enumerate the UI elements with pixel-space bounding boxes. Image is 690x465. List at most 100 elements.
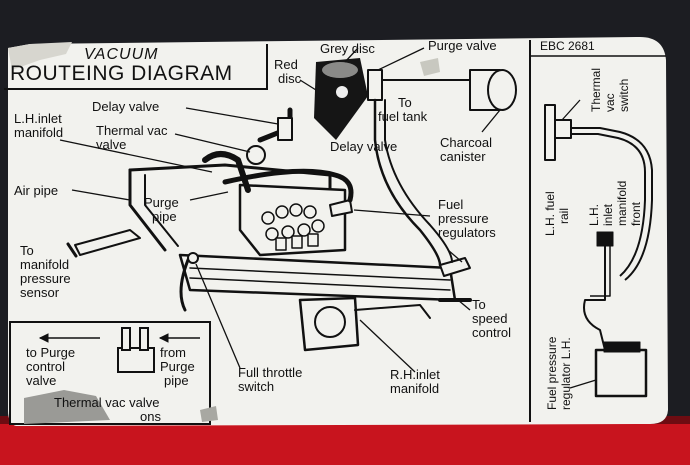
sensor-pipe bbox=[74, 229, 141, 256]
label-rh-inlet-1: R.H.inlet bbox=[390, 367, 440, 382]
label-from-purge-2: Purge bbox=[160, 359, 195, 374]
label-thermal-vac-2: valve bbox=[96, 137, 127, 152]
label-rh-inlet-2: manifold bbox=[390, 381, 440, 396]
throttle-bore bbox=[314, 306, 346, 338]
label-delay-valve-top: Delay valve bbox=[92, 99, 160, 114]
regulator-leader bbox=[569, 379, 597, 389]
inset-diagram bbox=[38, 327, 200, 373]
red-frame bbox=[0, 420, 690, 465]
label-lh-inlet-2: manifold bbox=[14, 125, 64, 140]
label-red-disc-1: Red bbox=[274, 57, 298, 72]
label-to-manifold-3: pressure bbox=[20, 271, 71, 286]
right-hose-2 bbox=[571, 133, 646, 277]
leader-lines bbox=[59, 47, 501, 373]
label-lh-inlet-1: L.H.inlet bbox=[14, 111, 62, 126]
label-to-fuel-tank-1: To bbox=[398, 95, 412, 110]
label-fuel-reg-2: regulator L.H. bbox=[559, 337, 573, 410]
label-to-purge-2: control bbox=[26, 359, 66, 374]
wear-patch-1 bbox=[420, 58, 440, 76]
purge-valve bbox=[367, 69, 383, 101]
label-to-manifold-4: sensor bbox=[20, 285, 60, 300]
label-thermal-switch-1: Thermal bbox=[589, 67, 603, 112]
main-diagram bbox=[66, 69, 517, 352]
label-to-fuel-tank-2: fuel tank bbox=[378, 109, 428, 124]
label-lh-inlet-front-1: L.H. bbox=[587, 203, 601, 226]
wear-patch-3 bbox=[200, 406, 218, 422]
label-to-manifold-1: To bbox=[20, 243, 34, 258]
label-lh-inlet-front-2: inlet bbox=[601, 203, 615, 226]
regulator-cap bbox=[603, 341, 641, 353]
label-fuel-reg-1: Fuel pressure bbox=[545, 336, 559, 410]
charcoal-canister-end bbox=[487, 69, 517, 111]
inset-box bbox=[9, 321, 211, 425]
throttle-switch bbox=[187, 252, 199, 264]
fuel-pressure-regulator-lh bbox=[594, 348, 648, 398]
right-panel-diagram bbox=[544, 99, 653, 398]
label-from-purge-3: pipe bbox=[164, 373, 189, 388]
label-purge-pipe-2: pipe bbox=[152, 209, 177, 224]
label-to-speed-2: speed bbox=[472, 311, 508, 326]
label-purge-pipe-1: Purge bbox=[144, 195, 179, 210]
label-lh-inlet-front-4: front bbox=[629, 201, 643, 226]
label-fuel-pr-2: pressure bbox=[438, 211, 489, 226]
label-purge-valve: Purge valve bbox=[428, 38, 497, 53]
air-pipe-inner bbox=[144, 174, 179, 247]
label-red-disc-2: disc bbox=[278, 71, 302, 86]
label-lh-fuel-rail-1: L.H. fuel bbox=[543, 191, 557, 236]
manifold-rib-2 bbox=[189, 277, 451, 291]
thermal-vac-valve bbox=[246, 145, 266, 165]
title-line-1: VACUUM bbox=[84, 46, 159, 63]
label-to-speed-3: control bbox=[472, 325, 512, 340]
label-thermal-vac-1: Thermal vac bbox=[96, 123, 168, 138]
label-delay-valve-mid: Delay valve bbox=[330, 139, 398, 154]
grey-disc bbox=[322, 62, 358, 78]
label-thermal-bottom-2: ons bbox=[140, 409, 161, 424]
delay-valve bbox=[277, 117, 293, 141]
label-thermal-switch-3: switch bbox=[617, 78, 631, 112]
lh-fuel-rail bbox=[544, 104, 556, 161]
label-from-purge-1: from bbox=[160, 345, 186, 360]
label-to-purge-3: valve bbox=[26, 373, 57, 388]
label-thermal-switch-2: vac bbox=[603, 93, 617, 112]
right-hose-3 bbox=[583, 246, 606, 351]
fuel-regulator-mid bbox=[329, 199, 353, 217]
right-hose-4 bbox=[590, 246, 611, 297]
label-charcoal-1: Charcoal bbox=[440, 135, 493, 150]
manifold-rib-1 bbox=[189, 267, 451, 281]
thermal-vac-switch bbox=[554, 119, 572, 139]
label-thermal-bottom-1: Thermal vac valve bbox=[54, 395, 160, 410]
injector-cluster bbox=[261, 203, 325, 251]
label-to-manifold-2: manifold bbox=[20, 257, 70, 272]
label-fuel-pr-1: Fuel bbox=[438, 197, 464, 212]
label-to-purge-1: to Purge bbox=[26, 345, 76, 360]
worn-corner bbox=[8, 42, 72, 70]
switch-leader bbox=[561, 99, 581, 121]
right-hose-1 bbox=[571, 127, 653, 281]
label-lh-inlet-front-3: manifold bbox=[615, 180, 629, 226]
wear-patch-2 bbox=[24, 390, 110, 424]
label-code: EBC 2681 bbox=[540, 39, 595, 53]
throttle-housing bbox=[298, 296, 360, 352]
title-box bbox=[4, 44, 268, 90]
lh-inlet-front-port bbox=[596, 231, 614, 247]
label-grey-disc: Grey disc bbox=[320, 41, 375, 56]
purge-valve-cover bbox=[314, 58, 368, 140]
label-charcoal-2: canister bbox=[440, 149, 486, 164]
air-pipe-left bbox=[128, 168, 167, 252]
label-full-throttle-1: Full throttle bbox=[238, 365, 303, 380]
plenum-top bbox=[128, 163, 332, 197]
speed-control-line bbox=[354, 304, 431, 319]
label-to-speed-1: To bbox=[472, 297, 486, 312]
label-fuel-pr-3: regulators bbox=[438, 225, 496, 240]
label-lh-fuel-rail-2: rail bbox=[557, 207, 571, 224]
black-hose-1 bbox=[202, 151, 251, 193]
label-air-pipe: Air pipe bbox=[14, 183, 59, 198]
purge-pipe-long bbox=[373, 98, 442, 267]
black-hose-2 bbox=[222, 168, 354, 203]
label-full-throttle-2: switch bbox=[238, 379, 275, 394]
sensor-pipe-end bbox=[66, 242, 78, 258]
red-disc-mark bbox=[336, 86, 348, 98]
fuel-regulator-right bbox=[439, 257, 471, 277]
title-line-2: ROUTEING DIAGRAM bbox=[10, 62, 233, 85]
